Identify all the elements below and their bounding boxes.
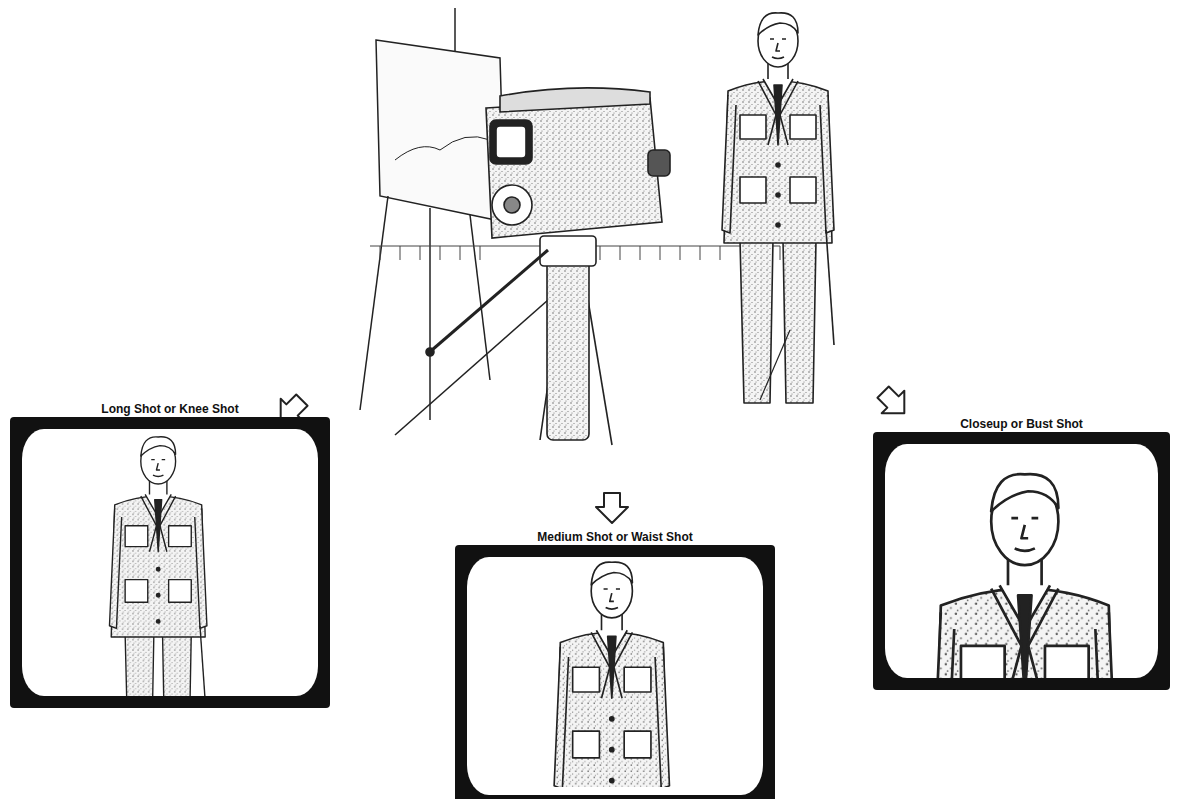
- easel-leg: [470, 215, 490, 380]
- tv-screen: Medium Shot or Waist Shot: [455, 529, 775, 799]
- lens-turret: [492, 185, 532, 225]
- screen-frame: [455, 545, 775, 799]
- front-lens: [648, 150, 670, 176]
- screen-face: [22, 429, 318, 696]
- presenter-figure: [931, 474, 1119, 678]
- tripod-leg: [395, 300, 548, 435]
- direction-arrows: [269, 381, 915, 523]
- viewfinder-screen: [496, 126, 526, 158]
- long-shot-image: [109, 437, 206, 696]
- block-arrow: [596, 493, 628, 523]
- screen-frame: [10, 417, 330, 708]
- camera-handle: [500, 88, 650, 112]
- lens: [504, 197, 520, 213]
- board-sketch: [395, 137, 490, 160]
- easel-leg: [429, 208, 431, 420]
- easel-board: [376, 40, 505, 222]
- handle-knob: [426, 348, 434, 356]
- tv-screen: Long Shot or Knee Shot: [10, 401, 330, 708]
- medium-shot-image: [554, 562, 669, 787]
- shot-label: Long Shot or Knee Shot: [10, 401, 330, 417]
- screen-frame: [873, 432, 1170, 690]
- presenter-figure: [554, 562, 669, 787]
- shot-label: Medium Shot or Waist Shot: [455, 529, 775, 545]
- closeup-image: [931, 474, 1119, 678]
- easel: [360, 8, 505, 420]
- shot-label: Closeup or Bust Shot: [873, 416, 1170, 432]
- tv-camera: [486, 88, 670, 238]
- camera-pedestal: [395, 236, 612, 445]
- tripod-leg: [588, 300, 612, 445]
- pan-handle: [432, 250, 548, 350]
- presenter-figure: [109, 437, 206, 696]
- screen-face: [885, 444, 1158, 678]
- tv-screen: Closeup or Bust Shot: [873, 416, 1170, 690]
- easel-leg: [360, 196, 388, 410]
- pedestal-column: [547, 240, 589, 440]
- viewfinder: [490, 120, 532, 164]
- presenter-figure: [722, 13, 834, 403]
- pointer-stick: [760, 330, 790, 400]
- block-arrow: [872, 381, 916, 425]
- screen-face: [467, 557, 763, 795]
- camera-body: [486, 98, 662, 238]
